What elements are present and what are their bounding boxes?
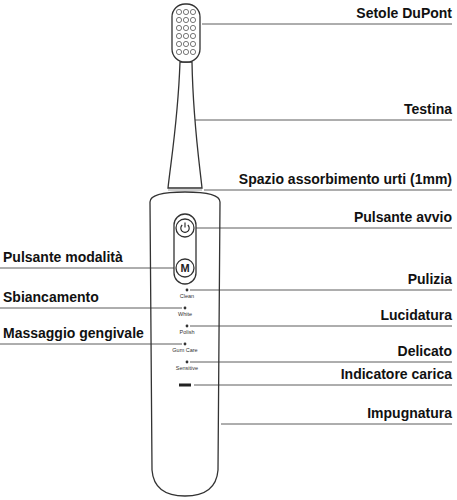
part-label: Pulsante modalità xyxy=(3,249,123,265)
part-label: Setole DuPont xyxy=(356,5,452,21)
button-letter: M xyxy=(180,262,189,275)
mode-text: Gum Care xyxy=(172,347,197,353)
button-panel xyxy=(174,214,196,284)
power-button xyxy=(176,219,194,237)
brush-neck xyxy=(168,62,202,188)
bristles xyxy=(176,9,195,54)
leader-lines xyxy=(0,24,452,424)
part-label: Impugnatura xyxy=(367,405,452,421)
mode-button xyxy=(176,259,194,277)
part-label: Pulsante avvio xyxy=(354,209,452,225)
shock-gap-line xyxy=(168,190,202,191)
charge-indicator xyxy=(179,384,191,387)
part-label: Spazio assorbimento urti (1mm) xyxy=(239,171,452,187)
mode-text: Clean xyxy=(180,293,194,299)
part-label: Indicatore carica xyxy=(341,366,452,382)
mode-text: White xyxy=(178,311,192,317)
power-icon xyxy=(181,223,189,233)
part-label: Testina xyxy=(404,101,452,117)
part-label: Sbiancamento xyxy=(3,289,99,305)
part-label: Delicato xyxy=(398,343,452,359)
mode-text: Sensitive xyxy=(176,365,198,371)
part-label: Pulizia xyxy=(408,271,452,287)
part-label: Massaggio gengivale xyxy=(3,325,144,341)
mode-text: Polish xyxy=(180,329,195,335)
part-label: Lucidatura xyxy=(380,307,452,323)
brush-head xyxy=(172,4,200,62)
